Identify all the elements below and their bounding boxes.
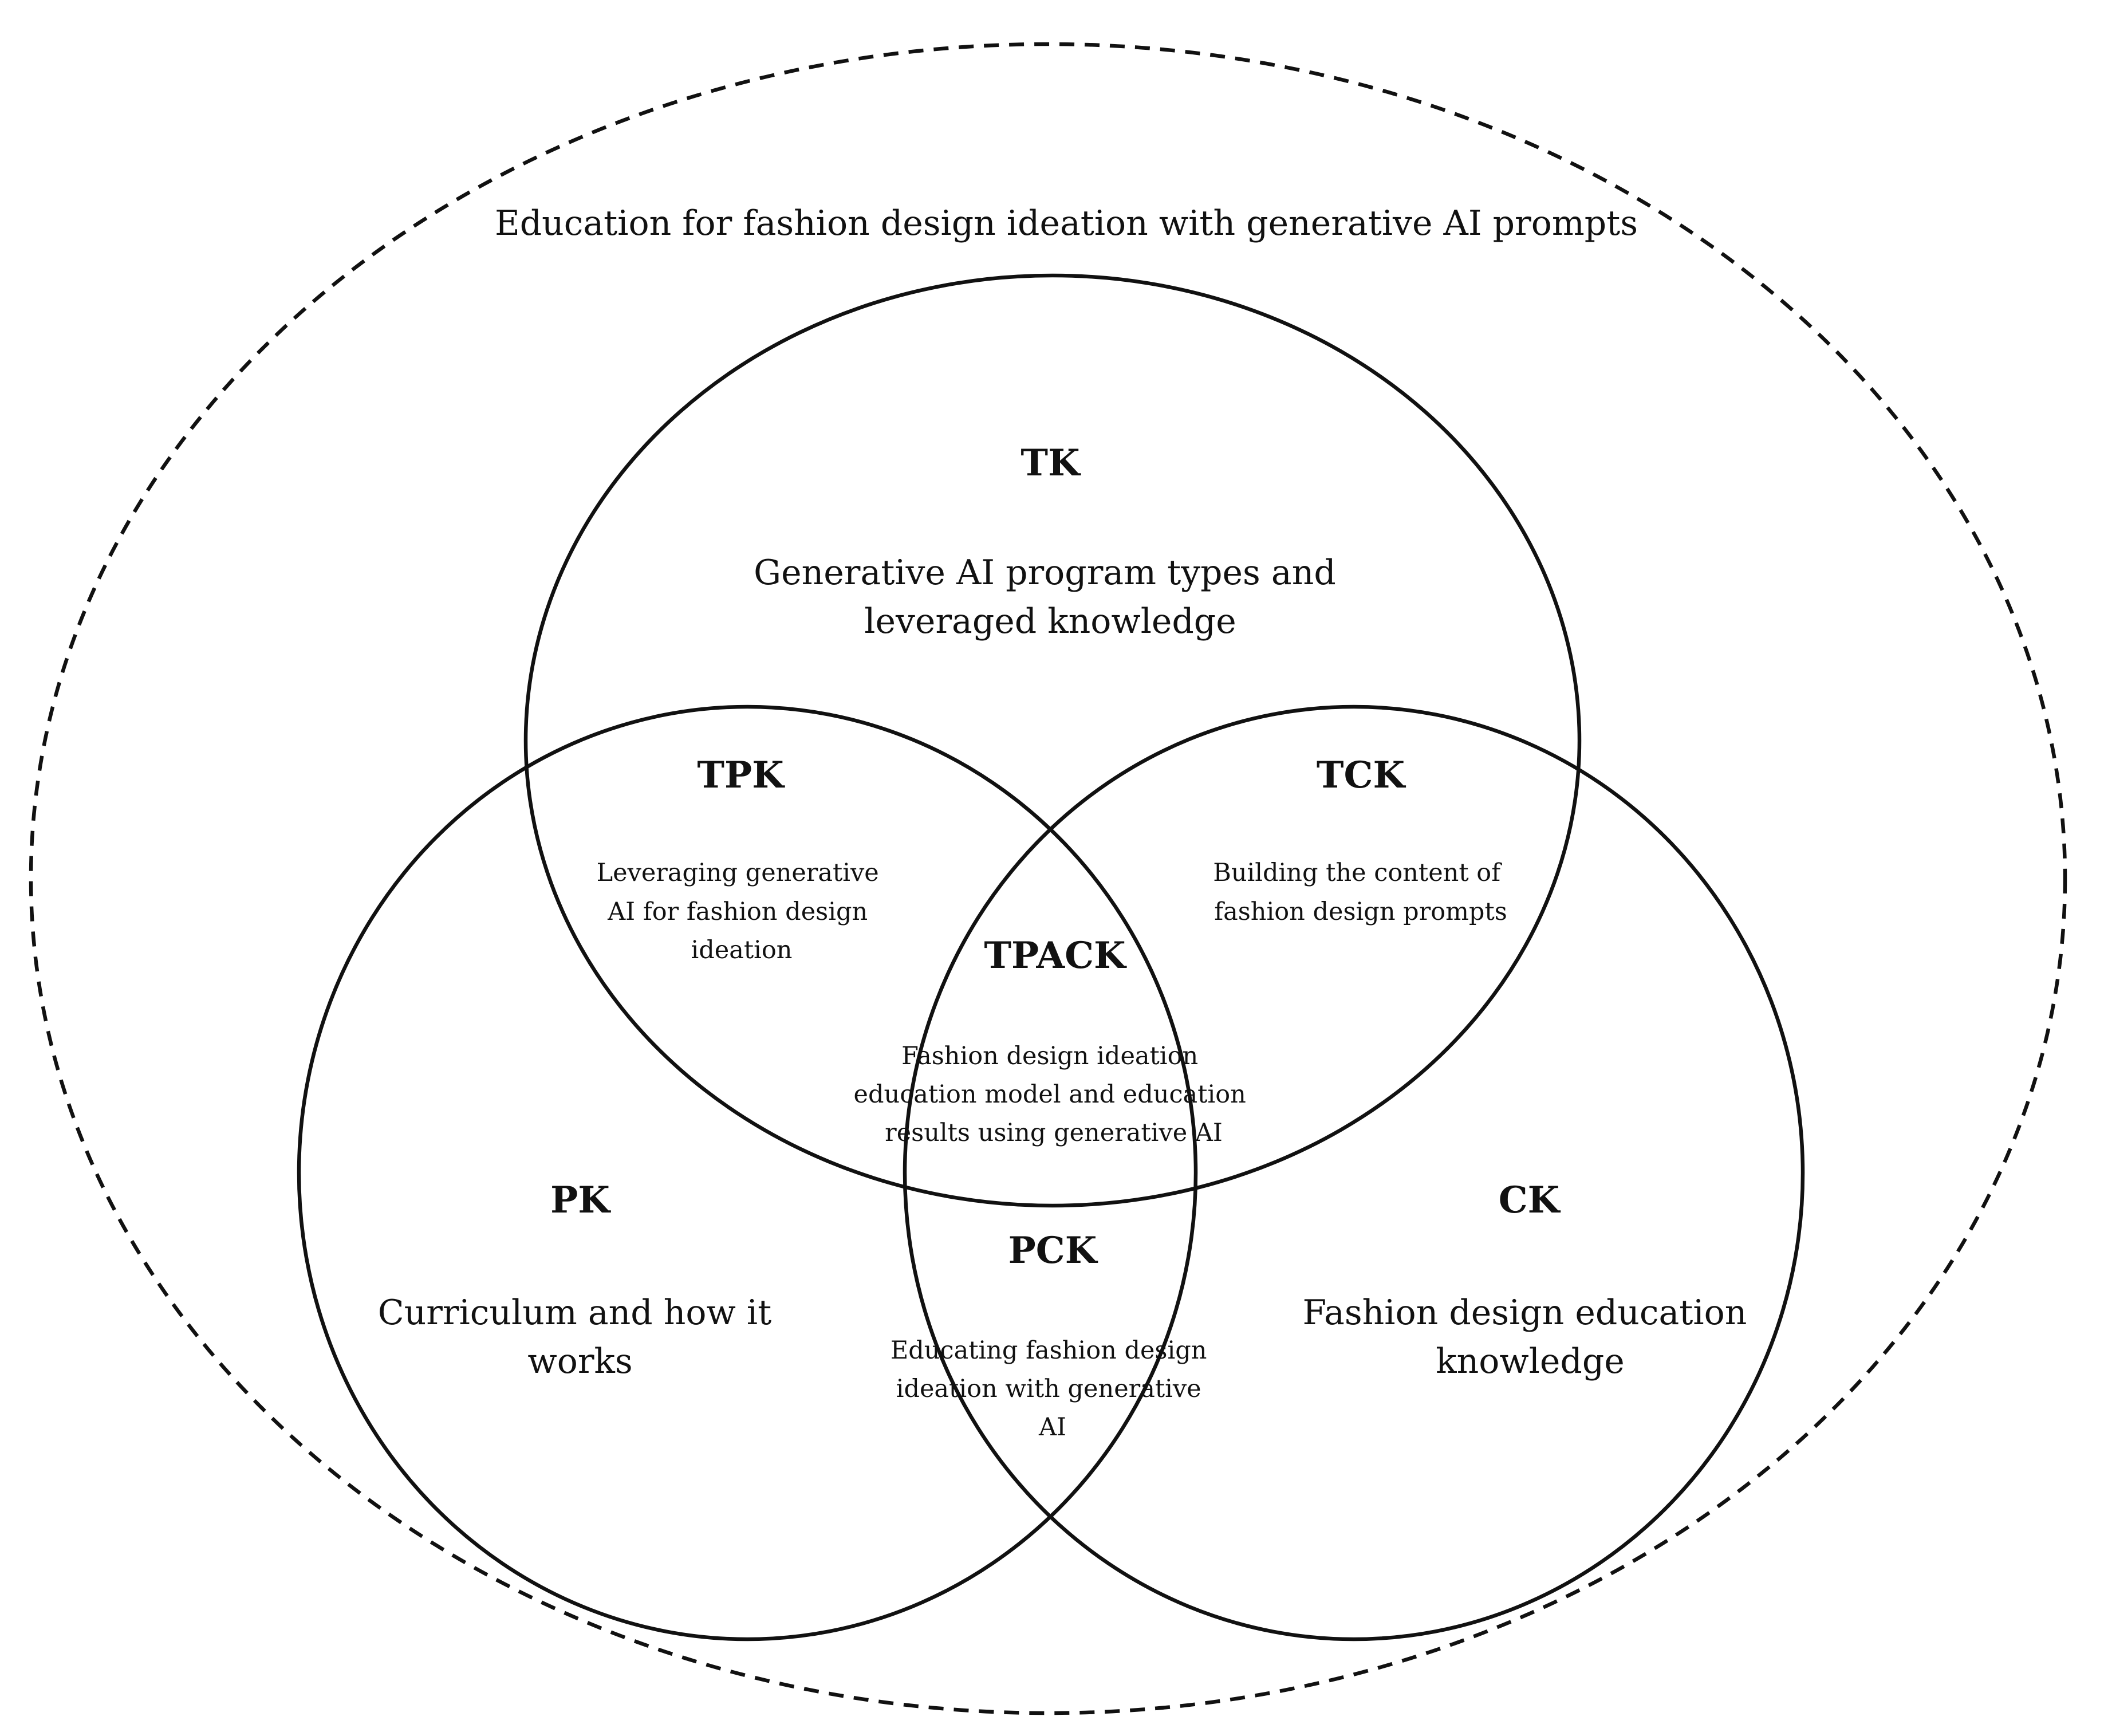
tpk-description: Leveraging generative AI for fashion des… <box>597 859 887 965</box>
tpk-line-3: ideation <box>691 936 793 965</box>
pk-circle <box>297 704 1198 1641</box>
ck-line-1: Fashion design education <box>1303 1293 1747 1333</box>
tpack-line-3: results using generative AI <box>885 1119 1223 1147</box>
pck-description: Educating fashion design ideation with g… <box>891 1336 1215 1442</box>
tck-line-2: fashion design prompts <box>1214 897 1507 926</box>
tk-line-1: Generative AI program types and <box>754 553 1336 593</box>
ck-line-2: knowledge <box>1436 1341 1625 1381</box>
tpack-description: Fashion design ideation education model … <box>854 1042 1254 1147</box>
pk-line-1: Curriculum and how it <box>378 1293 772 1333</box>
pck-line-3: AI <box>1038 1413 1066 1442</box>
tpack-line-1: Fashion design ideation <box>901 1042 1198 1070</box>
tpk-line-1: Leveraging generative <box>597 859 879 887</box>
tk-abbrev: TK <box>1021 442 1081 485</box>
tpack-abbrev: TPACK <box>984 934 1127 977</box>
tpk-abbrev: TPK <box>697 754 785 797</box>
ck-description: Fashion design education knowledge <box>1303 1293 1758 1381</box>
pck-abbrev: PCK <box>1008 1229 1098 1272</box>
tck-description: Building the content of fashion design p… <box>1213 859 1508 926</box>
tck-abbrev: TCK <box>1317 754 1406 797</box>
pck-line-2: ideation with generative <box>896 1375 1201 1403</box>
ck-circle <box>903 704 1805 1641</box>
pk-description: Curriculum and how it works <box>378 1293 783 1381</box>
pk-line-2: works <box>527 1341 632 1381</box>
tck-line-1: Building the content of <box>1213 859 1502 887</box>
pk-abbrev: PK <box>550 1179 611 1222</box>
tk-description: Generative AI program types and leverage… <box>754 553 1347 641</box>
context-outer-ring <box>29 42 2067 1715</box>
tpk-line-2: AI for fashion design <box>607 897 868 926</box>
pck-line-1: Educating fashion design <box>891 1336 1207 1365</box>
tpack-line-2: education model and education <box>854 1080 1246 1109</box>
context-label: Education for fashion design ideation wi… <box>495 203 1638 243</box>
ck-abbrev: CK <box>1499 1179 1561 1222</box>
tk-circle <box>523 273 1582 1208</box>
tk-line-2: leveraged knowledge <box>864 601 1236 641</box>
